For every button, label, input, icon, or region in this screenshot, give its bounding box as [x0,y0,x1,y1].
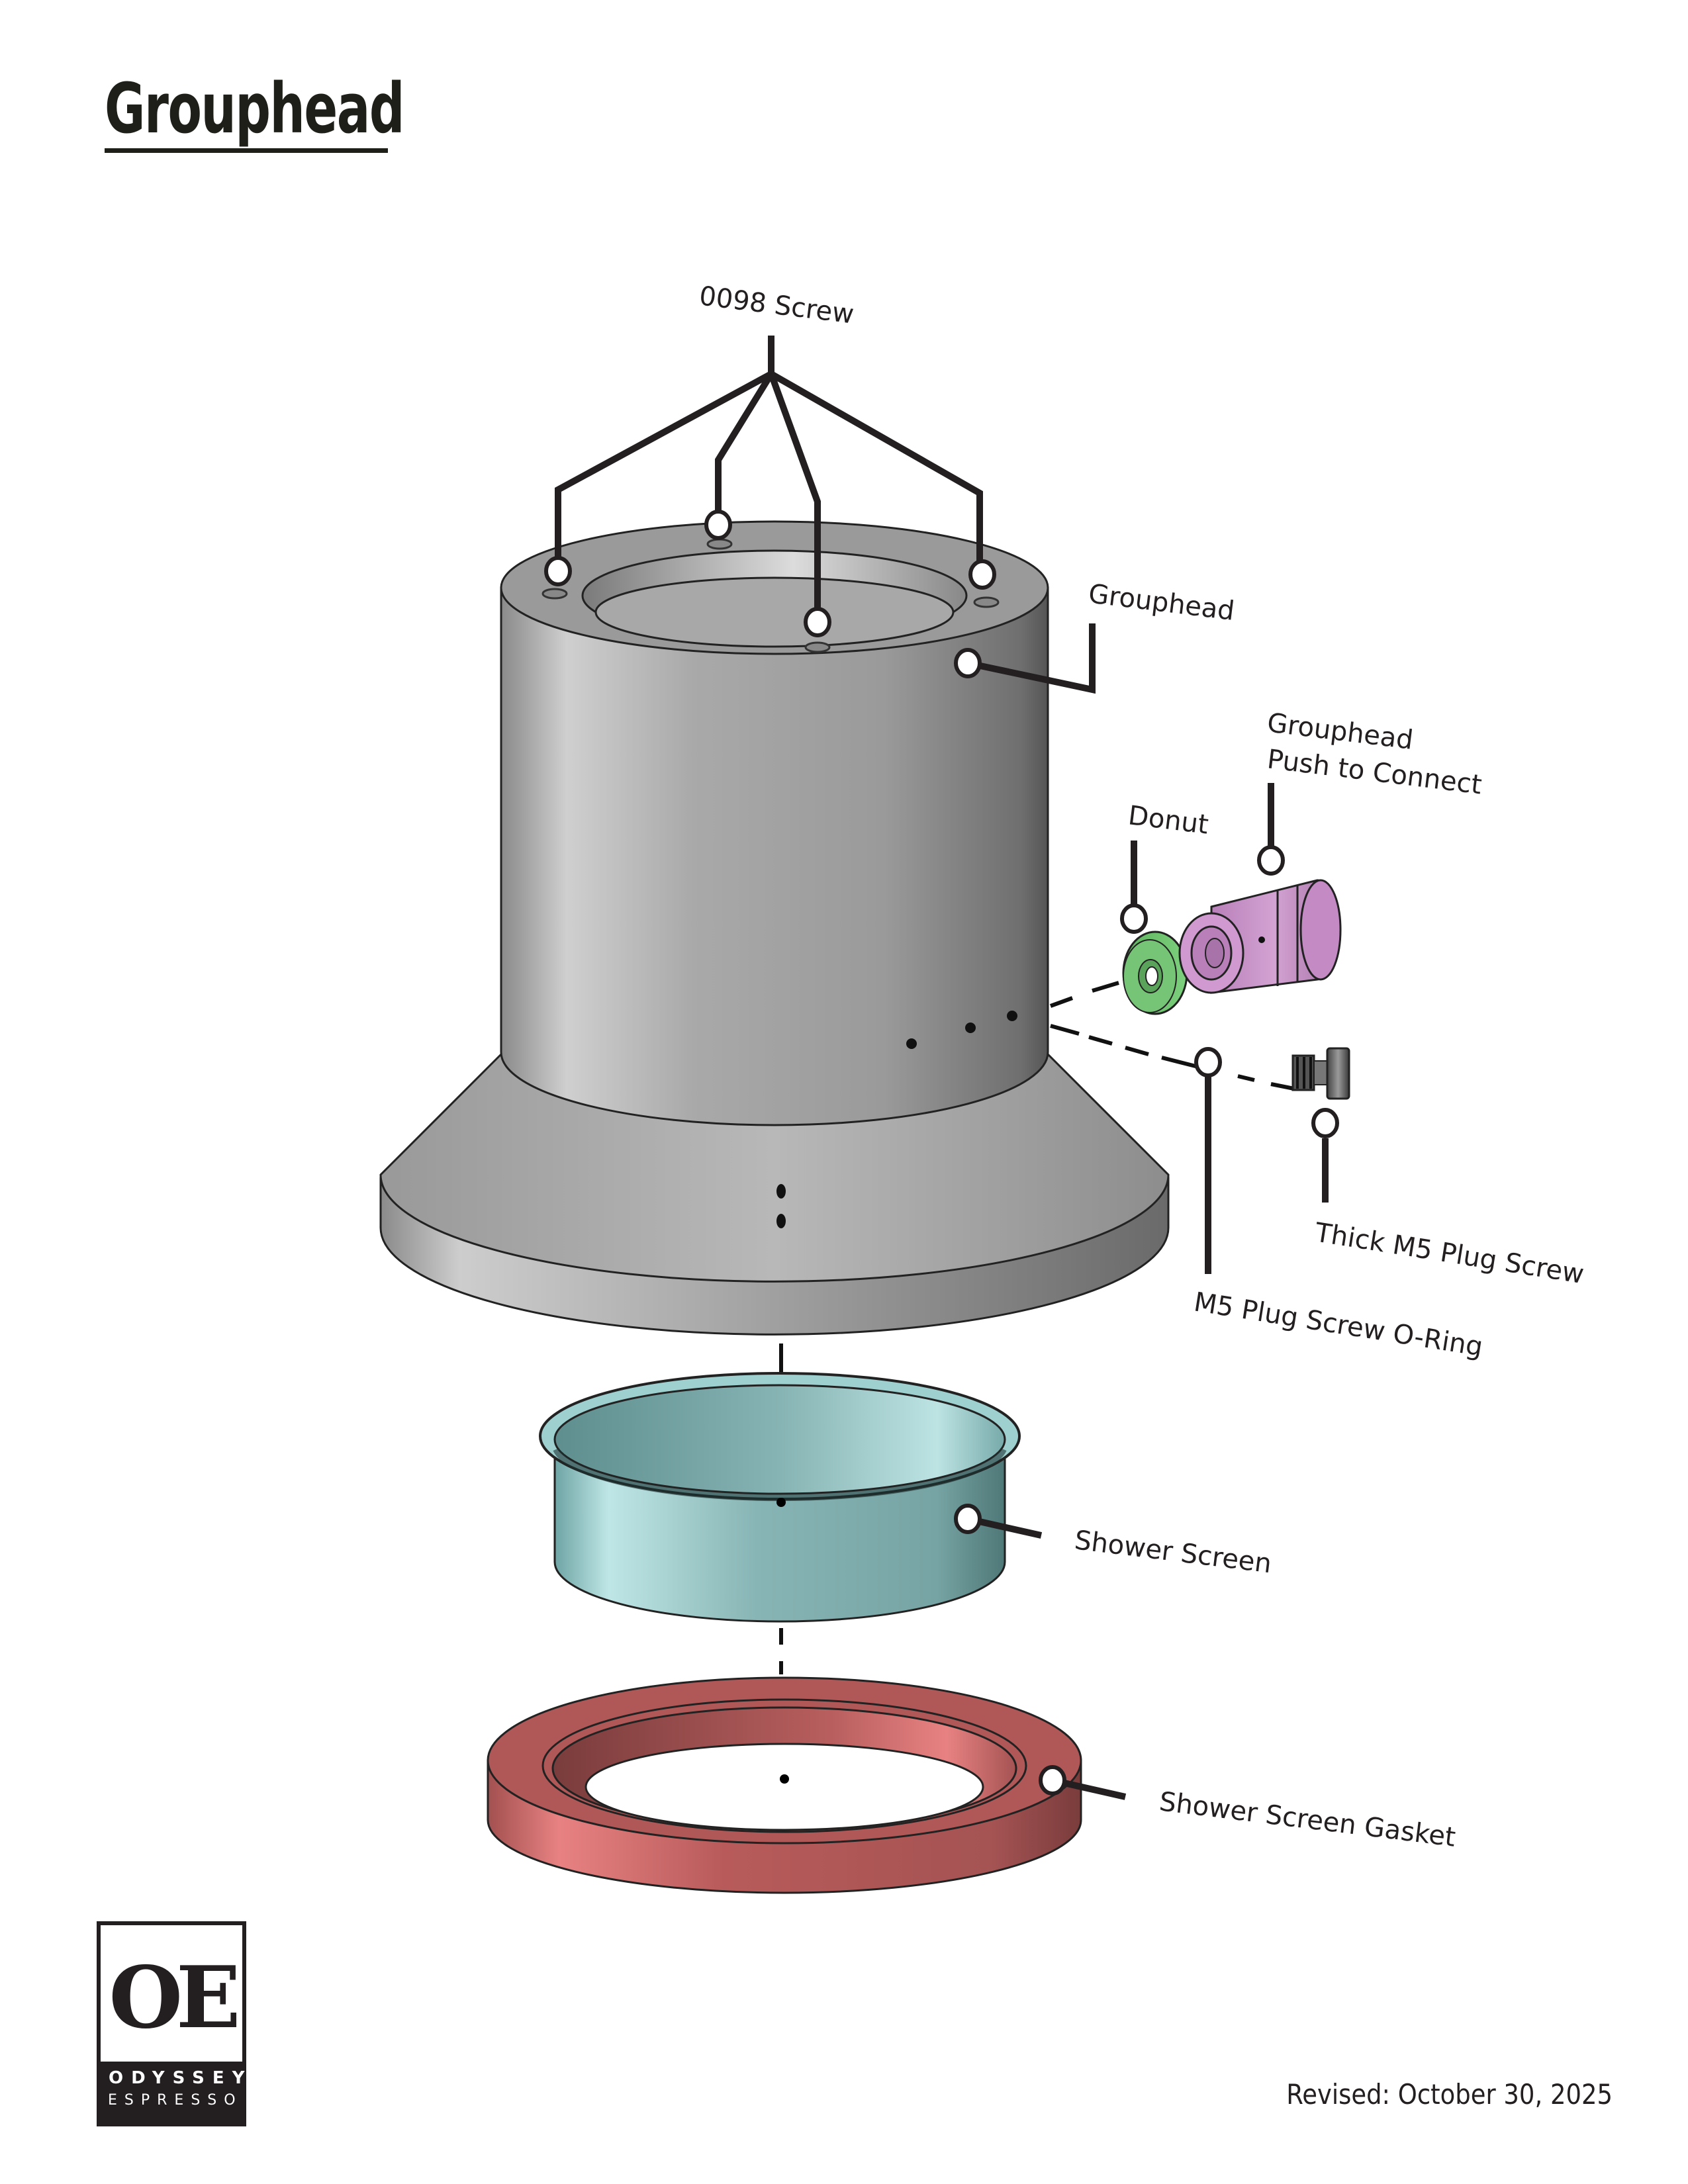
callout-marker[interactable] [968,559,996,590]
screw-hole [973,596,1000,608]
callout-marker[interactable] [1120,903,1148,934]
gasket-hole [585,1743,984,1831]
shower-screen-part [539,1372,1021,1623]
thick-m5-plug-screw-part [1291,1047,1350,1100]
logo-band: ODYSSEY ESPRESSO [101,2062,253,2122]
callout-marker[interactable] [1311,1108,1339,1138]
callout-marker[interactable] [544,556,572,586]
revision-date: Revised: October 30, 2025 [1286,2078,1613,2111]
odyssey-espresso-logo: OE ODYSSEY ESPRESSO [97,1921,246,2126]
side-axis [1049,968,1295,1091]
axis-dot [776,1498,786,1507]
label-m5-plug-screw-o-ring: M5 Plug Screw O-Ring [1192,1287,1485,1362]
label-0098-screw: 0098 Screw [698,281,856,330]
axis-dot [780,1774,789,1784]
logo-wordmark-espresso: ESPRESSO [108,2092,243,2109]
screw-hole [541,588,568,600]
port-dot [965,1023,976,1033]
label-push-to-connect-line2: Push to Connect [1266,744,1483,800]
grouphead-part [379,520,1170,1336]
page-title: Grouphead [105,68,404,149]
shower-screen-gasket-part [487,1676,1082,1894]
callout-marker[interactable] [704,510,732,540]
screw-hole [804,641,831,653]
callout-marker[interactable] [1039,1765,1066,1796]
callout-markers [544,510,1339,1796]
push-to-connect-part [1178,879,1342,994]
leader-lines [555,336,1329,1800]
port-dot [1007,1011,1017,1021]
logo-wordmark-odyssey: ODYSSEY [109,2068,253,2088]
grouphead-cylinder [500,586,1049,1126]
callout-marker[interactable] [1257,845,1285,876]
gasket-step [541,1698,1027,1833]
port-dot [906,1038,917,1049]
shower-screen-wall [553,1455,1006,1623]
shower-screen-inner [553,1384,1006,1495]
label-donut: Donut [1127,800,1210,840]
label-thick-m5-plug-screw: Thick M5 Plug Screw [1312,1217,1586,1290]
title-underline [105,148,388,153]
grouphead-inner-bore [594,576,955,648]
port-dot [776,1214,786,1228]
callout-marker[interactable] [1194,1047,1222,1077]
shower-screen-inner-edge [553,1447,1007,1502]
ptc-end [1299,879,1342,981]
donut-part [1122,931,1188,1015]
screw-hole [706,538,733,550]
donut-hole [1145,966,1158,986]
logo-mark: OE [109,1948,240,2048]
callout-marker[interactable] [954,648,982,678]
grouphead-cone [379,1051,1170,1283]
callout-marker[interactable] [954,1504,982,1534]
port-dot [776,1184,786,1199]
callout-marker[interactable] [804,607,831,637]
label-grouphead: Grouphead [1087,578,1237,627]
plug-head [1326,1047,1350,1100]
label-shower-screen: Shower Screen [1073,1525,1274,1579]
label-shower-screen-gasket: Shower Screen Gasket [1158,1786,1458,1853]
